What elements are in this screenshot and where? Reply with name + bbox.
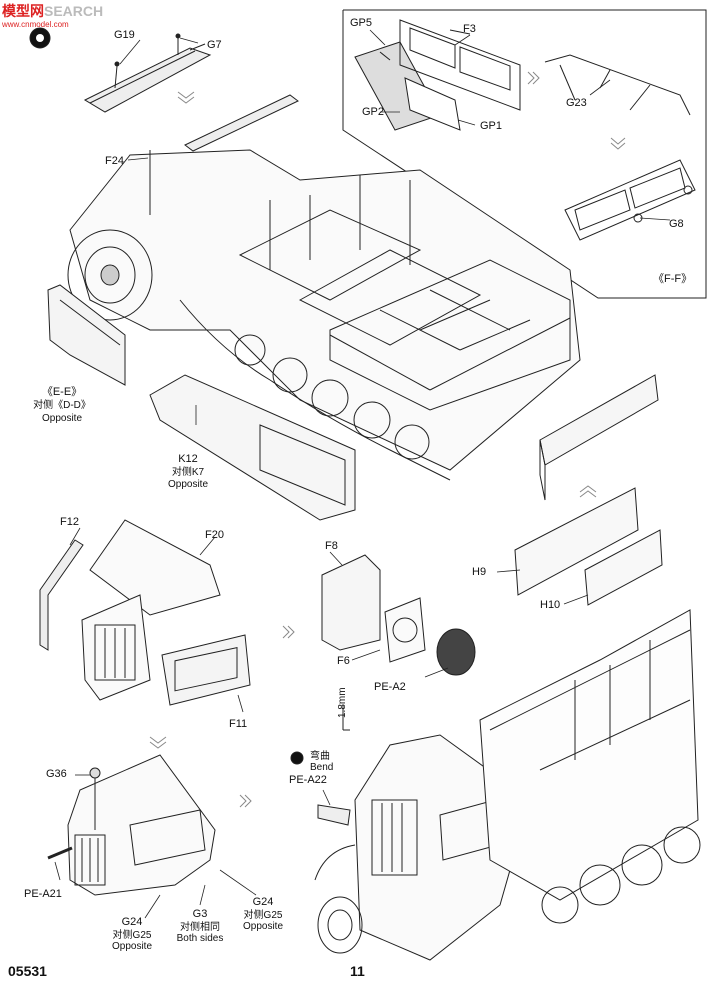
- label-f20: F20: [205, 529, 224, 541]
- logo-mark: [29, 27, 51, 49]
- label-f6: F6: [337, 655, 350, 667]
- label-f3: F3: [463, 23, 476, 35]
- label-g23: G23: [566, 97, 587, 109]
- label-f11: F11: [229, 718, 248, 730]
- label-k12: K12: [178, 453, 198, 465]
- hood-assembly: [39, 519, 251, 706]
- label-h10: H10: [540, 599, 561, 611]
- label-pea21: PE-A21: [24, 888, 62, 900]
- label-g3-cn: 对侧相同: [180, 922, 220, 933]
- arrow-down: [177, 91, 195, 104]
- label-g8: G8: [669, 218, 684, 230]
- leader-lines: [54, 29, 671, 919]
- pe-a22-part: [290, 705, 351, 826]
- watermark-brand: 模型网: [2, 3, 44, 19]
- label-dimension: 1.8mm: [337, 687, 348, 718]
- watermark-search: SEARCH: [44, 3, 104, 19]
- label-f8: F8: [325, 540, 338, 552]
- completed-vehicle: [314, 609, 701, 961]
- g19-panel: [83, 33, 212, 113]
- h9-h10-panels: [514, 487, 663, 606]
- watermark-domain: www.cnmodel.com: [2, 20, 69, 29]
- label-g24-right: G24: [252, 896, 274, 908]
- label-gp5: GP5: [350, 17, 373, 29]
- ee-panel: [47, 284, 126, 386]
- label-bend: Bend: [310, 762, 334, 773]
- inset-frames: [354, 19, 696, 241]
- label-bend-cn: 弯曲: [310, 751, 330, 762]
- label-g3: G3: [192, 908, 208, 920]
- label-g24-left-opposite: Opposite: [111, 941, 153, 952]
- label-g19: G19: [114, 29, 135, 41]
- label-pea2: PE-A2: [374, 681, 406, 693]
- label-ee: 《E-E》: [41, 386, 83, 398]
- label-f12: F12: [60, 516, 79, 528]
- label-g24-right-opposite-cn: 对侧G25: [243, 910, 283, 921]
- label-f24: F24: [105, 155, 124, 167]
- label-g24-left: G24: [121, 916, 143, 928]
- label-g3-both-sides: Both sides: [176, 933, 224, 944]
- arrow-down-lower: [149, 736, 167, 749]
- right-side-panel: [539, 374, 659, 501]
- arrow-right-mid: [282, 625, 295, 639]
- arrow-right-lower: [239, 794, 252, 808]
- label-g36: G36: [46, 768, 67, 780]
- label-k12-opposite-cn: 对侧K7: [171, 467, 205, 478]
- chassis-body: [67, 149, 581, 481]
- f8-f6-pea2: [321, 554, 476, 676]
- label-h9: H9: [472, 566, 487, 578]
- footer-product-code: 05531: [8, 963, 47, 979]
- label-g24-right-opposite: Opposite: [242, 921, 284, 932]
- watermark-logo: 模型网SEARCH: [2, 3, 103, 19]
- label-pea22: PE-A22: [289, 774, 327, 786]
- k12-panel: [149, 374, 356, 521]
- arrow-up: [579, 485, 597, 498]
- label-g24-left-opposite-cn: 对侧G25: [112, 930, 152, 941]
- label-gp2: GP2: [362, 106, 385, 118]
- inset-arrows: [527, 71, 626, 150]
- top-rail: [184, 94, 299, 152]
- label-g7: G7: [207, 39, 222, 51]
- label-ee-opposite: Opposite: [41, 413, 83, 424]
- label-k12-opposite: Opposite: [167, 479, 209, 490]
- footer-page-number: 11: [350, 963, 365, 979]
- inset-box-ff: [342, 9, 707, 299]
- label-ff: 《F-F》: [653, 273, 693, 285]
- label-ee-opposite-cn: 对侧《D-D》: [33, 400, 91, 411]
- label-gp1: GP1: [480, 120, 503, 132]
- lower-hood: [47, 754, 216, 896]
